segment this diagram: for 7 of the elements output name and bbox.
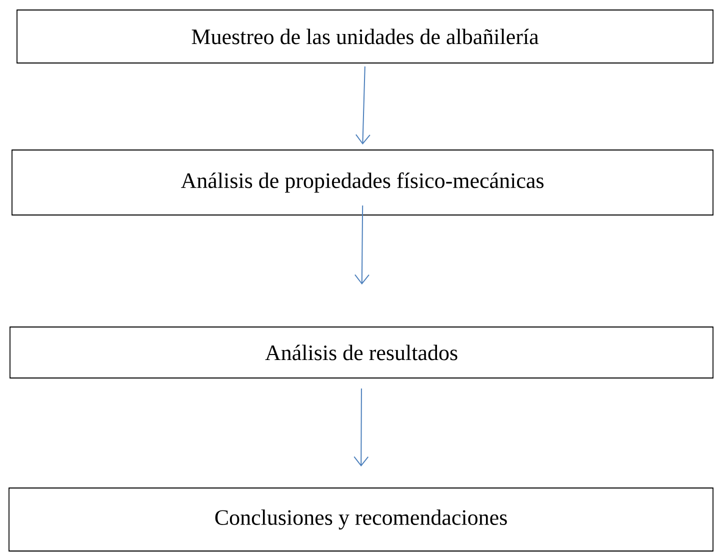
process-box: Muestreo de las unidades de albañilería [16, 10, 714, 64]
process-box: Análisis de propiedades físico-mecánicas [12, 150, 714, 216]
process-box: Conclusiones y recomendaciones [8, 488, 714, 552]
process-box: Análisis de resultados [10, 326, 714, 378]
arrow [354, 204, 370, 285]
arrow [354, 388, 369, 467]
arrow [355, 66, 370, 145]
